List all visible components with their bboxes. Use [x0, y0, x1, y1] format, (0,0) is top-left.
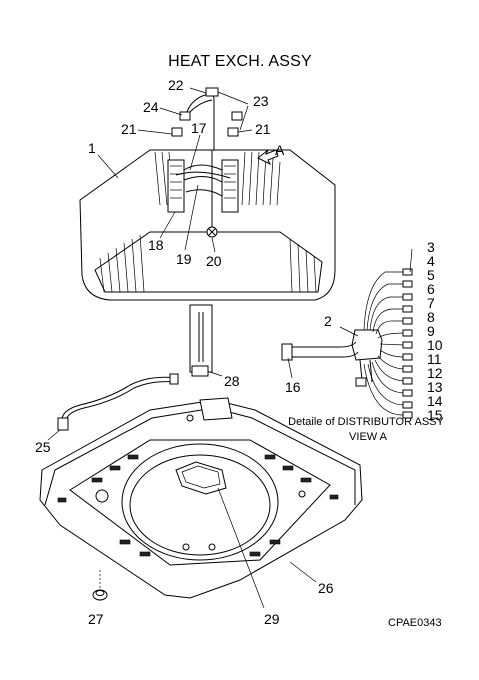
callout-19: 19: [176, 251, 192, 267]
callout-12: 12: [427, 365, 443, 381]
callout-23: 23: [253, 93, 269, 109]
callout-7: 7: [427, 295, 435, 311]
callout-14: 14: [427, 393, 443, 409]
leader-lines: [47, 87, 413, 609]
sensor-cable: [57, 373, 179, 431]
distributor-view-label: VIEW A: [349, 431, 388, 443]
callout-4: 4: [427, 253, 435, 269]
callout-2: 2: [324, 313, 332, 329]
callout-3: 3: [427, 239, 435, 255]
callout-21-right: 21: [255, 121, 271, 137]
callout-20: 20: [206, 253, 222, 269]
distributor-assy: [281, 268, 413, 419]
callout-24: 24: [143, 99, 159, 115]
screw-icon: [206, 226, 218, 238]
callout-16: 16: [285, 379, 301, 395]
view-a-arrow-icon: [257, 149, 279, 166]
callout-1: 1: [88, 140, 96, 156]
callout-5: 5: [427, 267, 435, 283]
callout-27: 27: [88, 611, 104, 627]
callout-13: 13: [427, 379, 443, 395]
callout-18: 18: [148, 237, 164, 253]
callout-28: 28: [224, 373, 240, 389]
callout-25: 25: [35, 439, 51, 455]
base-chassis: [39, 397, 363, 599]
callout-22: 22: [168, 77, 184, 93]
callout-11: 11: [427, 351, 442, 367]
view-arrow-label: A: [275, 142, 285, 158]
drain-cap-icon: [92, 570, 108, 601]
callout-6: 6: [427, 281, 435, 297]
drawing-code: CPAE0343: [388, 617, 442, 629]
callout-29: 29: [264, 611, 280, 627]
callout-8: 8: [427, 309, 435, 325]
drain-pan-part: [189, 304, 213, 377]
callout-21-left: 21: [121, 121, 137, 137]
callout-17: 17: [191, 120, 207, 136]
callout-26: 26: [318, 580, 334, 596]
heat-exchanger-coil: [79, 149, 336, 301]
distributor-caption: Detaile of DISTRIBUTOR ASSY: [288, 416, 444, 428]
diagram-title: HEAT EXCH. ASSY: [168, 53, 312, 70]
callout-9: 9: [427, 323, 435, 339]
callout-10: 10: [427, 337, 443, 353]
callout-15: 15: [427, 407, 443, 423]
